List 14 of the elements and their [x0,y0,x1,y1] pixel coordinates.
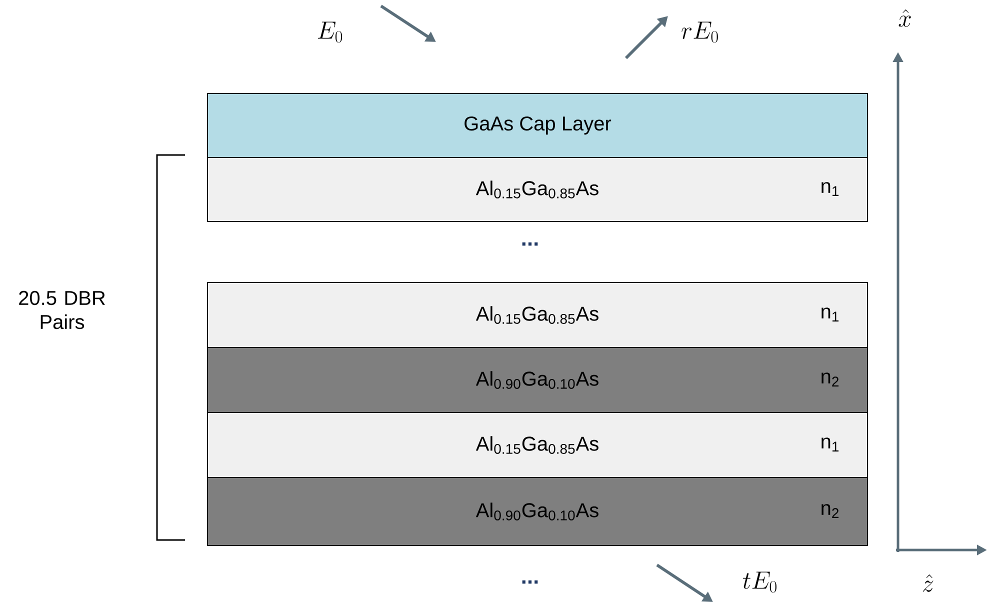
math-label: $tE_0$ [742,572,776,593]
layer: GaAs Cap Layer [207,93,868,158]
layer: Al$_{0.15}$Ga$_{0.85}$As n$_{1}$ [207,157,868,222]
layer: Al$_{0.90}$Ga$_{0.10}$As n$_{2}$ [207,347,868,413]
math-label: $E_0$ [318,22,342,43]
axis-label: $\hat{z}$ [922,574,934,592]
axis-label: $\hat{x}$ [898,9,911,27]
layer: Al$_{0.15}$Ga$_{0.85}$As n$_{1}$ [207,282,868,348]
layer: Al$_{0.15}$Ga$_{0.85}$As n$_{1}$ [207,412,868,478]
math-label: $rE_0$ [682,22,718,43]
ellipsis: ... [522,242,538,246]
text-label: 20.5 DBR Pairs [19,290,105,330]
ellipsis: ... [522,580,538,584]
layer: Al$_{0.90}$Ga$_{0.10}$As n$_{2}$ [207,477,868,546]
